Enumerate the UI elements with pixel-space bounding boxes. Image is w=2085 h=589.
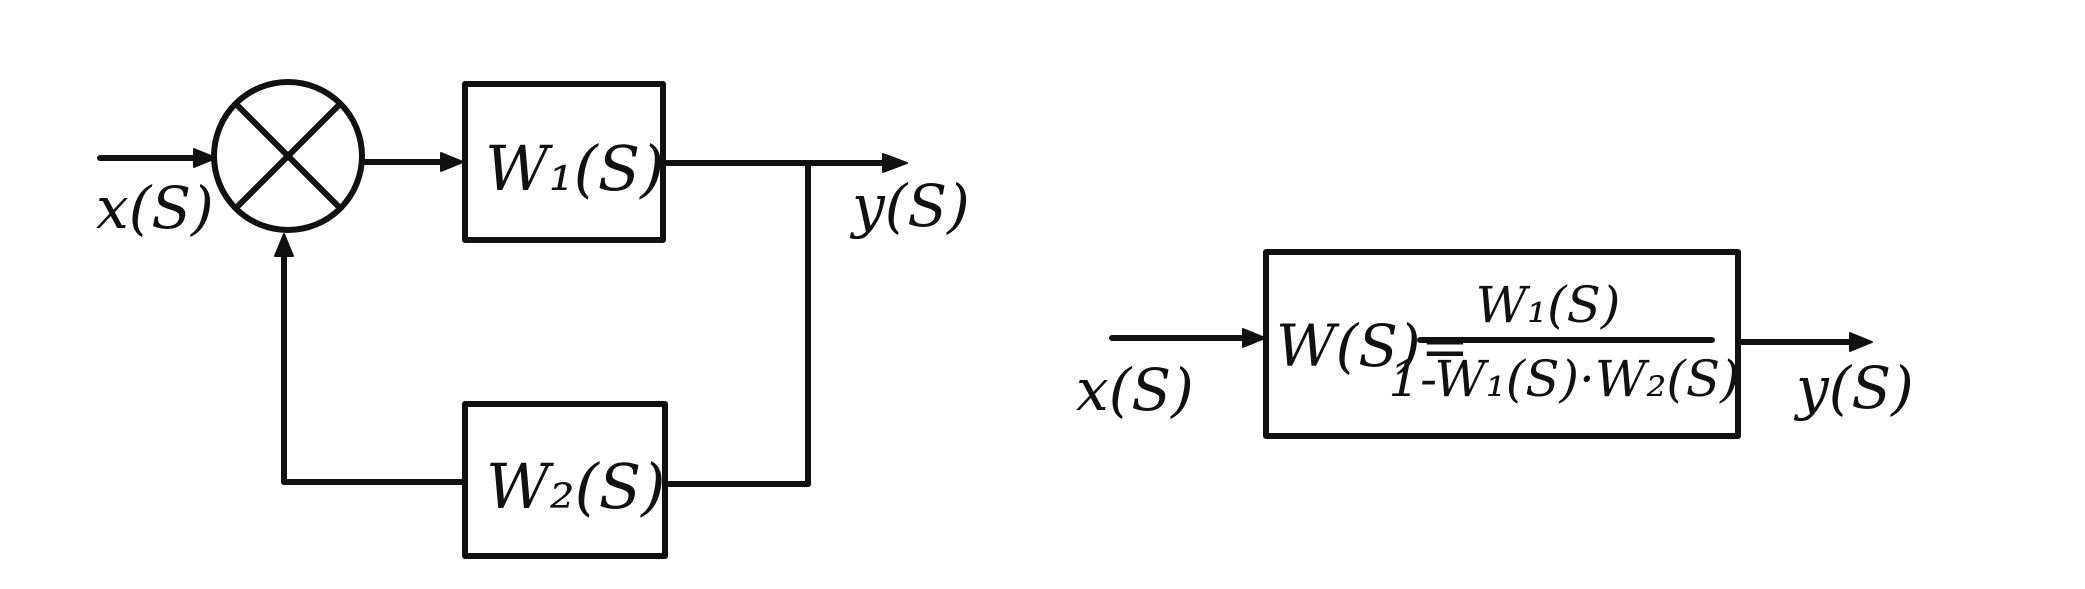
- formula-numerator: W₁(S): [1476, 276, 1621, 334]
- output-arrow-head: [882, 153, 908, 173]
- left-output-label: y(S): [849, 172, 970, 240]
- summing-junction: [211, 79, 365, 233]
- forward-arrow-head: [440, 152, 464, 172]
- equiv-output-arrow-head: [1849, 332, 1873, 352]
- summing-junction-cross-b: [233, 101, 343, 211]
- feedback-block-label: W₂(S): [486, 450, 665, 523]
- left-input-label: x(S): [96, 174, 214, 242]
- formula-lhs: W(S)=: [1276, 312, 1469, 380]
- right-input-label: x(S): [1076, 356, 1194, 424]
- equiv-input-arrow-head: [1242, 328, 1266, 348]
- right-output-label: y(S): [1793, 354, 1914, 422]
- feedback-arrow-head: [274, 233, 294, 257]
- formula-denominator: 1-W₁(S)·W₂(S): [1388, 350, 1739, 408]
- input-arrow-head: [193, 148, 217, 168]
- forward-block-label: W₁(S): [485, 132, 664, 205]
